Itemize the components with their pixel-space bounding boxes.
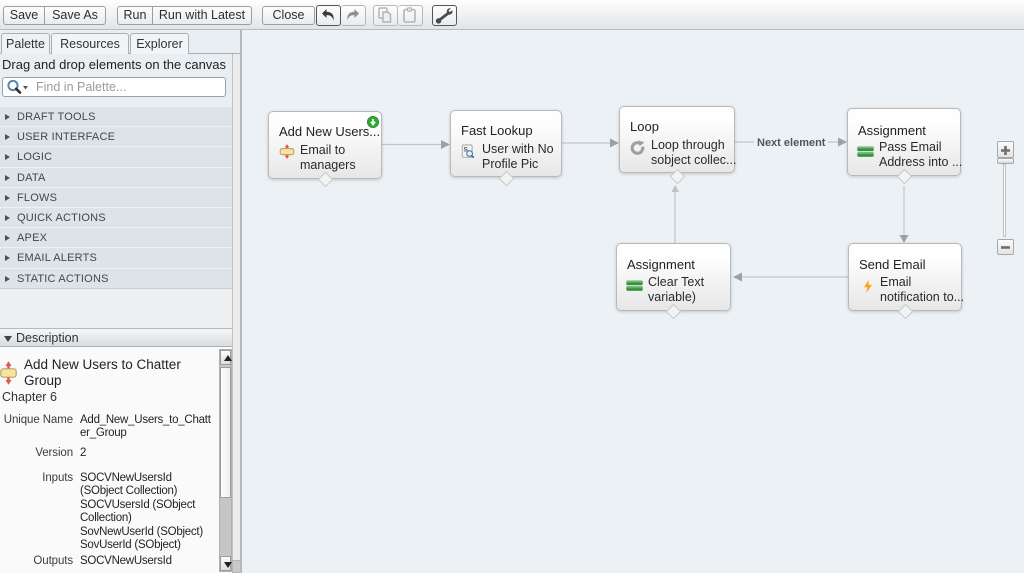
svg-text:Next element: Next element bbox=[757, 137, 826, 149]
svg-text:S: S bbox=[463, 147, 468, 154]
